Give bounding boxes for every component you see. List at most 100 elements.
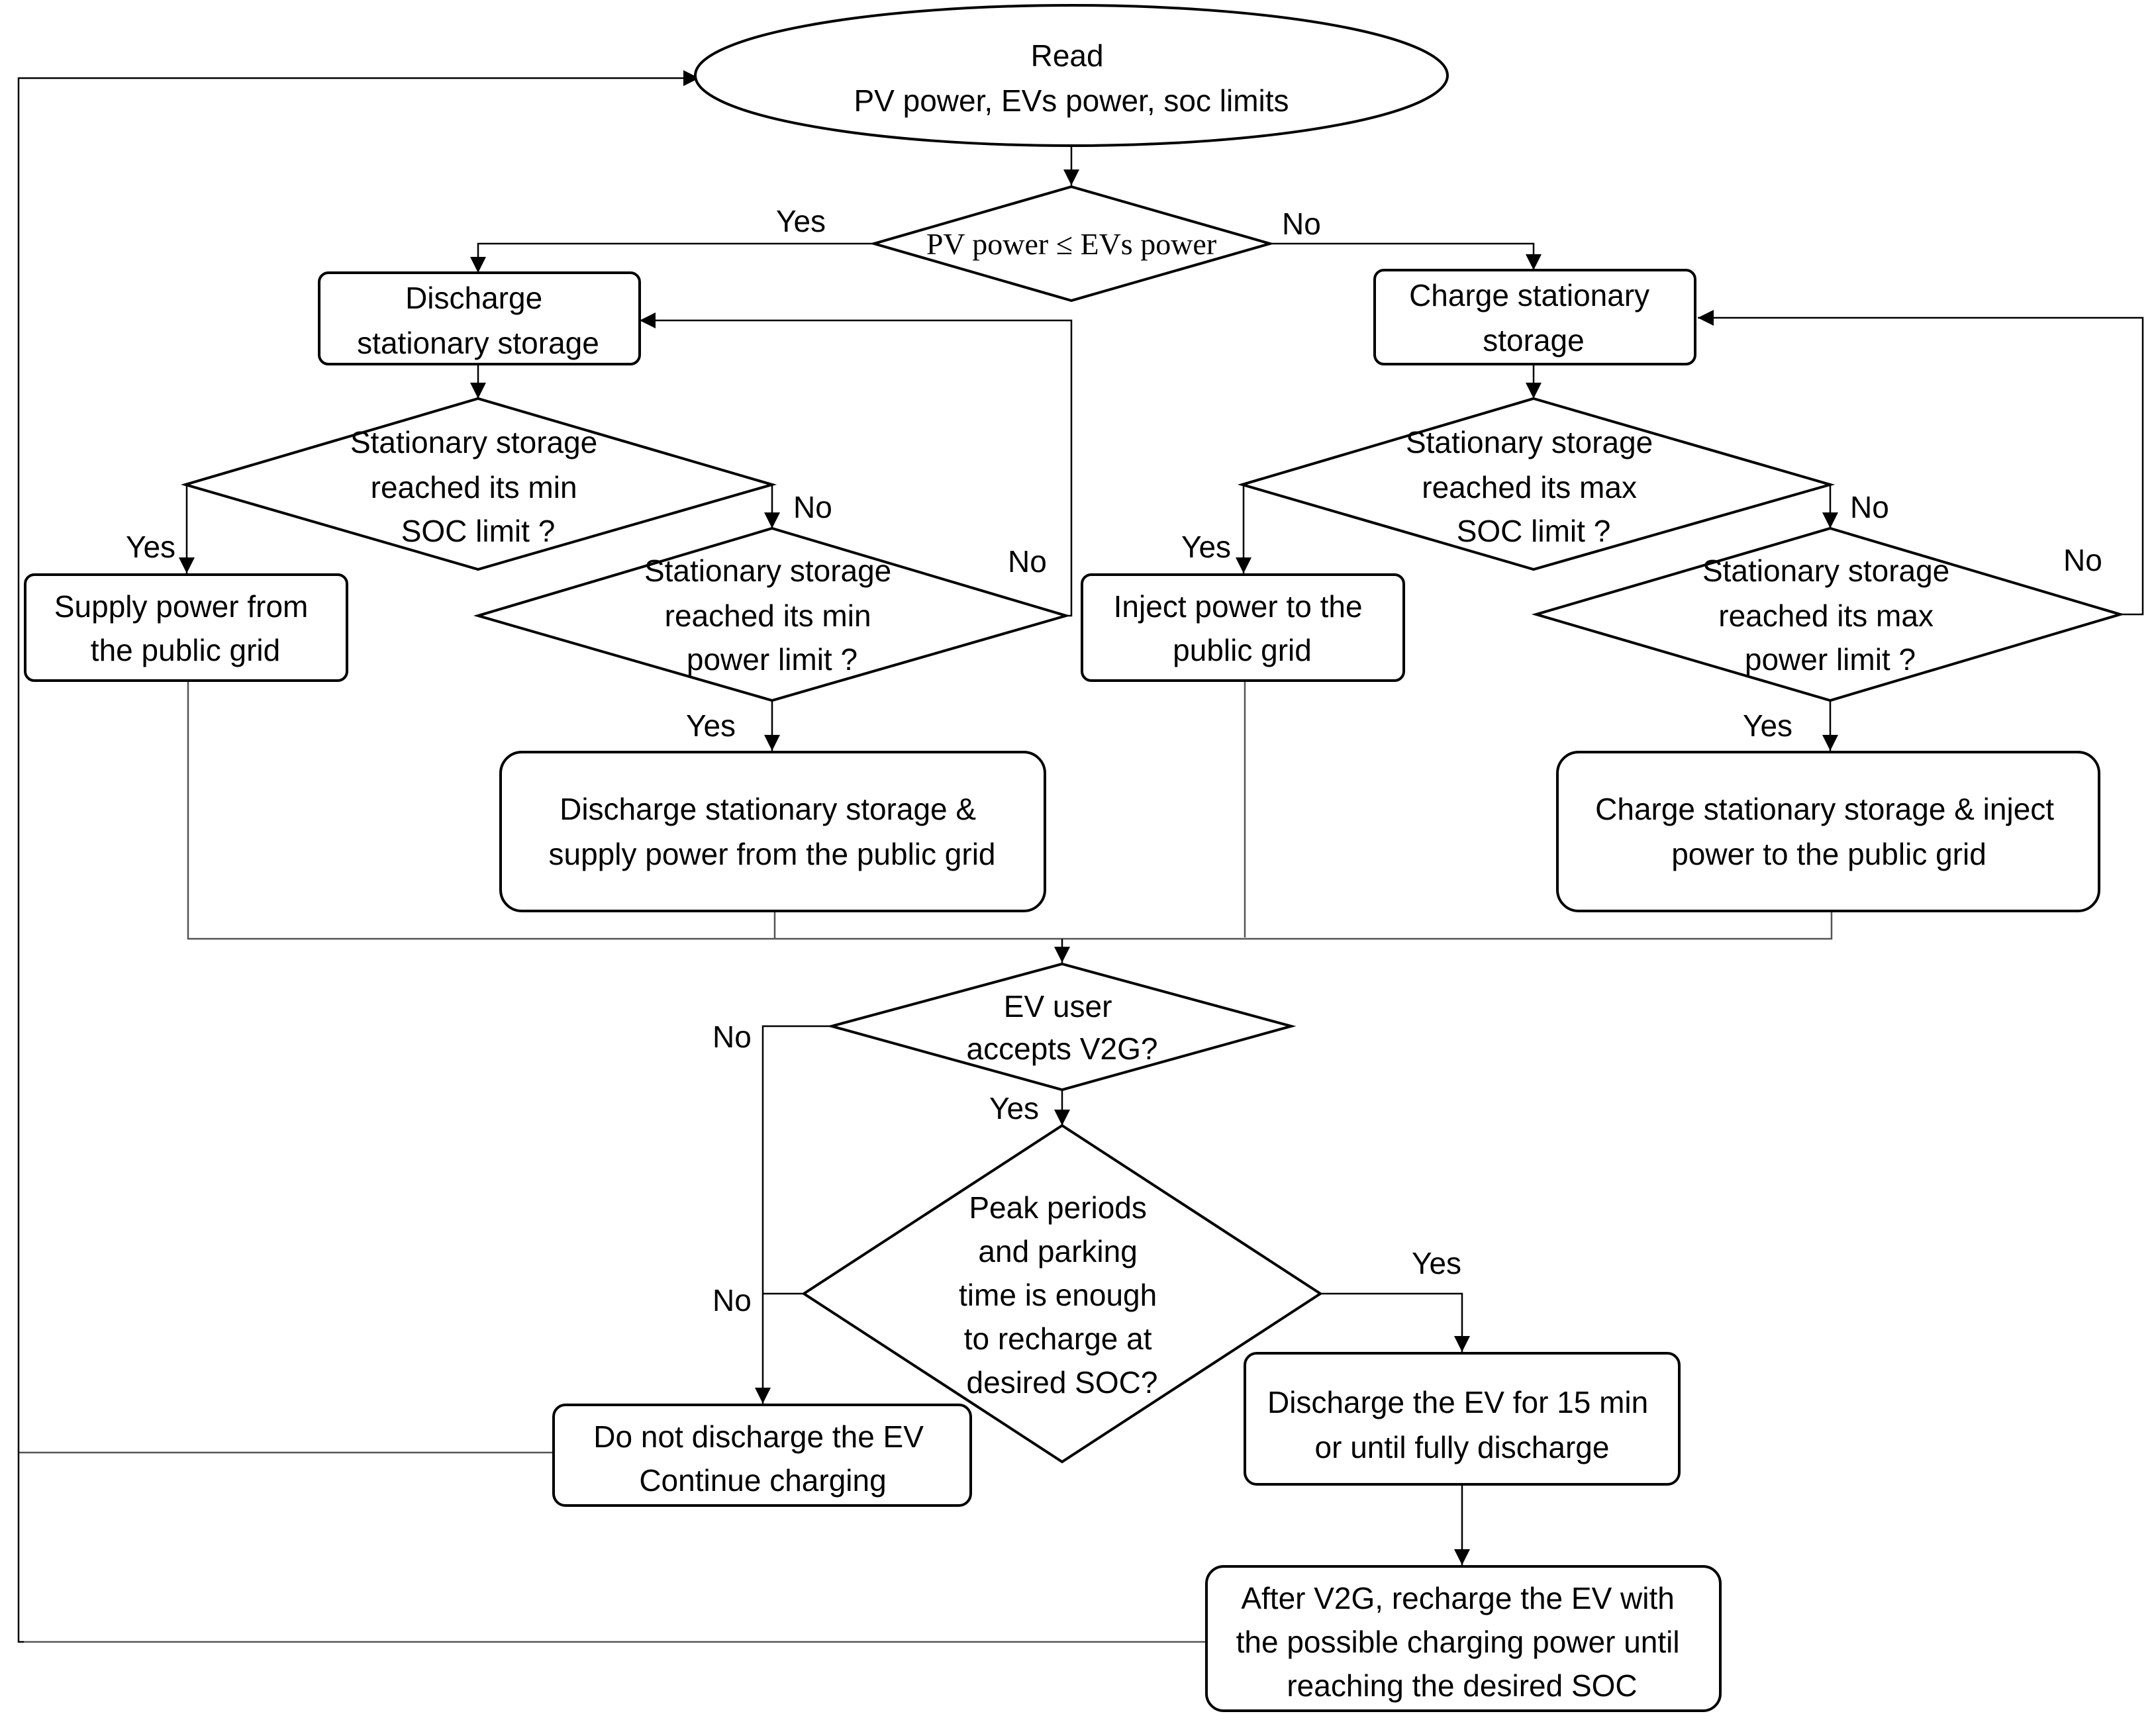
edge-label-min-soc-no: No [793,490,832,524]
edge-label-peak-yes: Yes [1412,1246,1461,1280]
edge-labels: Yes No Yes No No Yes Yes No No Yes No Ye… [126,204,2102,1317]
charge-storage-line: storage [1483,323,1584,358]
min-power-diamond [473,526,1071,702]
min-power-line: Stationary storage [644,553,891,588]
recharge-ev-line: the possible charging power until [1236,1625,1680,1659]
v2g-line: EV user [1004,989,1112,1024]
edge-label-max-power-yes: Yes [1743,708,1792,743]
arrow-max-power-no-loop [1698,310,2144,616]
charge-inject-line: Charge stationary storage & inject [1595,792,2054,826]
min-soc-line: Stationary storage [350,425,597,459]
pv-decision-diamond [869,185,1275,303]
edge-label-peak-no: No [712,1283,752,1317]
start-text: Read PV power, EVs power, soc limits [854,38,1289,118]
min-soc-diamond [180,397,777,571]
min-soc-text: Stationary storage reached its min SOC l… [350,425,606,548]
min-power-line: power limit ? [687,642,858,677]
connectors [17,70,2144,1643]
peak-line: time is enough [959,1278,1157,1312]
max-power-diamond [1531,526,2126,702]
min-soc-line: SOC limit ? [401,514,556,548]
arrow-pv-no [1271,242,1542,270]
max-power-line: Stationary storage [1702,553,1949,588]
supply-grid-line: Supply power from [54,589,309,624]
max-power-line: power limit ? [1745,642,1916,677]
charge-storage-text: Charge stationary storage [1409,278,1658,358]
discharge-supply-text: Discharge stationary storage & supply po… [549,792,996,871]
discharge-storage-line: Discharge [405,281,542,315]
arrow-v2g-no [755,1025,830,1404]
peak-line: desired SOC? [967,1365,1158,1400]
merge-line-charge-inject [1062,911,1833,940]
inject-grid-box [1081,573,1405,682]
max-soc-text: Stationary storage reached its max SOC l… [1406,425,1661,548]
peak-diamond [801,1124,1323,1464]
recharge-ev-line: After V2G, recharge the EV with [1241,1581,1675,1615]
edge-label-min-soc-yes: Yes [126,530,175,564]
discharge-supply-line: supply power from the public grid [549,837,996,871]
max-soc-line: Stationary storage [1406,425,1653,459]
peak-line: Peak periods [969,1190,1147,1225]
charge-inject-box [1556,751,2100,912]
max-soc-line: reached its max [1422,470,1637,504]
inject-grid-line: Inject power to the [1114,589,1363,624]
charge-inject-text: Charge stationary storage & inject power… [1595,792,2063,871]
recharge-ev-line: reaching the desired SOC [1287,1668,1637,1703]
supply-grid-line: the public grid [91,633,280,667]
discharge-ev-box [1244,1352,1681,1486]
edge-label-max-soc-yes: Yes [1181,530,1231,564]
arrow-pv-yes [470,242,874,273]
discharge-ev-line: or until fully discharge [1315,1430,1610,1464]
pv-decision-text: PV power ≤ EVs power [926,227,1216,261]
edge-label-v2g-no: No [712,1020,752,1054]
inject-grid-text: Inject power to the public grid [1114,589,1371,667]
max-soc-diamond [1237,397,1836,571]
supply-grid-text: Supply power from the public grid [54,589,317,667]
edge-label-pv-no: No [1282,207,1321,241]
discharge-storage-text: Discharge stationary storage [357,281,599,360]
inject-grid-line: public grid [1173,633,1312,667]
no-discharge-box [552,1404,972,1507]
max-power-text: Stationary storage reached its max power… [1702,553,1958,677]
min-soc-line: reached its min [371,470,577,504]
peak-text: Peak periods and parking time is enough … [959,1190,1165,1400]
peak-line: to recharge at [964,1321,1152,1356]
v2g-diamond [826,962,1297,1092]
peak-line: and parking [978,1234,1137,1268]
shapes [24,4,2126,1712]
edge-label-min-power-yes: Yes [686,708,736,743]
charge-storage-box [1373,269,1696,365]
start-ellipse [694,4,1449,147]
edge-label-pv-yes: Yes [776,204,826,238]
max-power-line: reached its max [1718,598,1934,633]
discharge-storage-line: stationary storage [357,326,599,360]
recharge-ev-text: After V2G, recharge the EV with the poss… [1236,1581,1689,1703]
min-power-line: reached its min [665,598,871,633]
arrow-peak-yes [1320,1292,1470,1352]
edge-label-max-power-no: No [2063,543,2102,577]
merge-line-supply-grid [187,681,1062,940]
discharge-supply-box [499,751,1046,912]
min-power-text: Stationary storage reached its min power… [644,553,900,677]
supply-grid-box [24,573,348,682]
edge-label-min-power-no: No [1008,544,1047,579]
max-soc-line: SOC limit ? [1457,514,1611,548]
start-line: PV power, EVs power, soc limits [854,83,1289,118]
start-line: Read [1031,38,1104,73]
shape-labels: Read PV power, EVs power, soc limits PV … [54,38,2063,1703]
no-discharge-line: Continue charging [639,1463,886,1498]
no-discharge-text: Do not discharge the EV Continue chargin… [593,1419,932,1498]
charge-inject-line: power to the public grid [1671,837,1986,871]
discharge-ev-text: Discharge the EV for 15 min or until ful… [1267,1385,1657,1464]
discharge-ev-line: Discharge the EV for 15 min [1267,1385,1648,1419]
no-discharge-line: Do not discharge the EV [593,1419,924,1454]
arrow-loop-back-to-start [17,70,699,1643]
edge-label-v2g-yes: Yes [989,1091,1039,1125]
recharge-ev-box [1205,1565,1722,1712]
discharge-supply-line: Discharge stationary storage & [560,792,976,826]
charge-storage-line: Charge stationary [1409,278,1649,312]
v2g-text: EV user accepts V2G? [967,989,1158,1066]
edge-label-max-soc-no: No [1850,490,1889,524]
v2g-line: accepts V2G? [967,1031,1158,1066]
